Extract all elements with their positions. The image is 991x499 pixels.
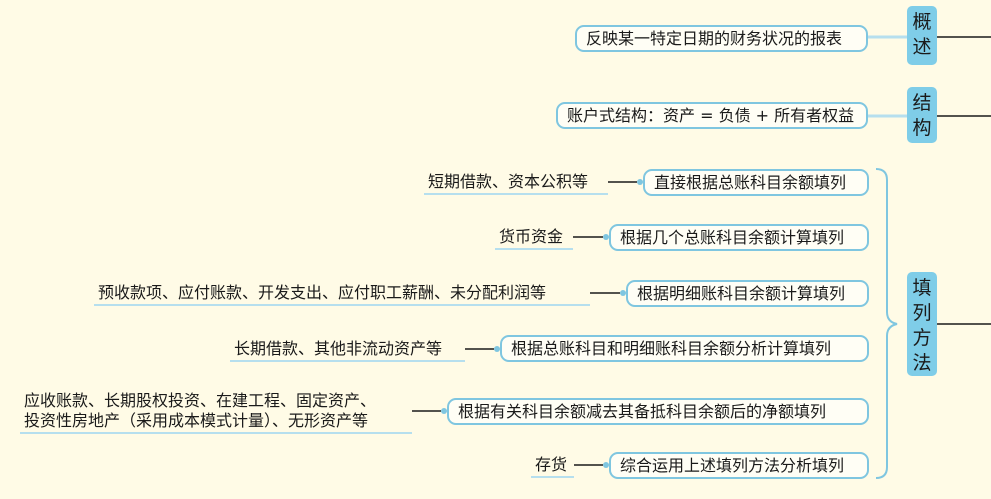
topic-structure[interactable]: 结 构 <box>907 87 937 143</box>
example-leaf-5-line-1: 应收账款、长期股权投资、在建工程、固定资产、 <box>24 391 377 410</box>
topic-char: 填 <box>912 277 932 299</box>
overview-description[interactable]: 反映某一特定日期的财务状况的报表 <box>575 25 868 52</box>
joint-dot <box>494 346 500 352</box>
topic-char: 方 <box>912 327 932 349</box>
joint-dot <box>603 234 609 240</box>
topic-char: 列 <box>912 302 932 324</box>
joint-dot <box>620 290 626 296</box>
topic-char: 概 <box>912 11 932 33</box>
example-leaf-2[interactable]: 货币资金 <box>495 227 573 250</box>
joint-dot <box>603 462 609 468</box>
example-leaf-3[interactable]: 预收款项、应付账款、开发支出、应付职工薪酬、未分配利润等 <box>94 283 590 306</box>
method-node-1[interactable]: 直接根据总账科目余额填列 <box>643 169 869 196</box>
method-node-3[interactable]: 根据明细账科目余额计算填列 <box>626 280 869 307</box>
example-leaf-4[interactable]: 长期借款、其他非流动资产等 <box>230 339 465 362</box>
method-node-6[interactable]: 综合运用上述填列方法分析填列 <box>609 452 869 479</box>
topic-char: 构 <box>912 117 932 139</box>
topic-overview[interactable]: 概 述 <box>907 6 937 65</box>
method-bracket <box>875 168 898 479</box>
topic-char: 法 <box>912 352 932 374</box>
structure-description[interactable]: 账户式结构：资产 = 负债 + 所有者权益 <box>556 102 868 129</box>
method-node-2[interactable]: 根据几个总账科目余额计算填列 <box>609 224 869 251</box>
example-leaf-5[interactable]: 应收账款、长期股权投资、在建工程、固定资产、 投资性房地产（采用成本模式计量）、… <box>20 391 412 434</box>
topic-char: 结 <box>912 92 932 114</box>
topic-method[interactable]: 填 列 方 法 <box>907 272 937 376</box>
example-leaf-6[interactable]: 存货 <box>531 455 574 478</box>
topic-char: 述 <box>912 36 932 58</box>
joint-dot <box>637 179 643 185</box>
method-node-5[interactable]: 根据有关科目余额减去其备抵科目余额后的净额填列 <box>447 398 869 425</box>
example-leaf-5-line-2: 投资性房地产（采用成本模式计量）、无形资产等 <box>24 411 369 430</box>
example-leaf-1[interactable]: 短期借款、资本公积等 <box>424 172 608 195</box>
joint-dot <box>441 408 447 414</box>
method-node-4[interactable]: 根据总账科目和明细账科目余额分析计算填列 <box>500 335 869 362</box>
